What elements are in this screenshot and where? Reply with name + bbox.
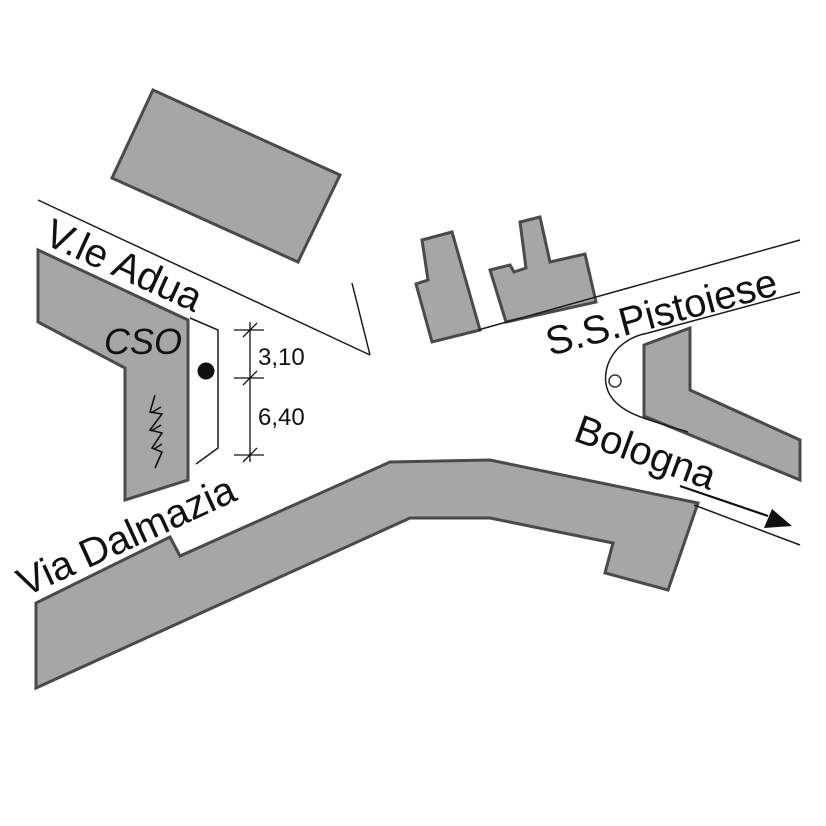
dimension-slash-middle <box>242 370 258 386</box>
street-edges <box>37 199 801 546</box>
building-left-l-shape <box>36 247 190 503</box>
building-top-left <box>109 88 343 264</box>
pistoiese-lower-edge <box>647 291 801 334</box>
direction-arrow-icon <box>679 484 792 528</box>
dimension-markers <box>234 322 264 463</box>
dimension-slash-top <box>242 322 258 338</box>
cso-label: CSO <box>104 321 182 362</box>
dimension-slash-bottom <box>242 447 258 463</box>
sidewalk-strip <box>189 317 219 465</box>
building-center-2 <box>488 215 598 324</box>
roundabout-circle-icon <box>608 374 622 388</box>
pistoiese-upper-edge <box>477 239 801 331</box>
roundabout-curve <box>604 332 689 433</box>
buildings <box>34 88 802 691</box>
flow-zigzag-icon <box>148 394 164 469</box>
bologna-lower-edge <box>693 504 801 546</box>
adua-upper-edge <box>37 199 371 356</box>
adua-inner-edge <box>351 282 371 356</box>
dimension-label-upper: 3,10 <box>258 344 305 371</box>
outfall-dot-icon <box>197 362 215 380</box>
building-bottom-long <box>34 458 700 691</box>
building-center-1 <box>414 230 482 344</box>
dimension-label-lower: 6,40 <box>258 404 305 431</box>
building-right-l-shape <box>642 325 802 483</box>
